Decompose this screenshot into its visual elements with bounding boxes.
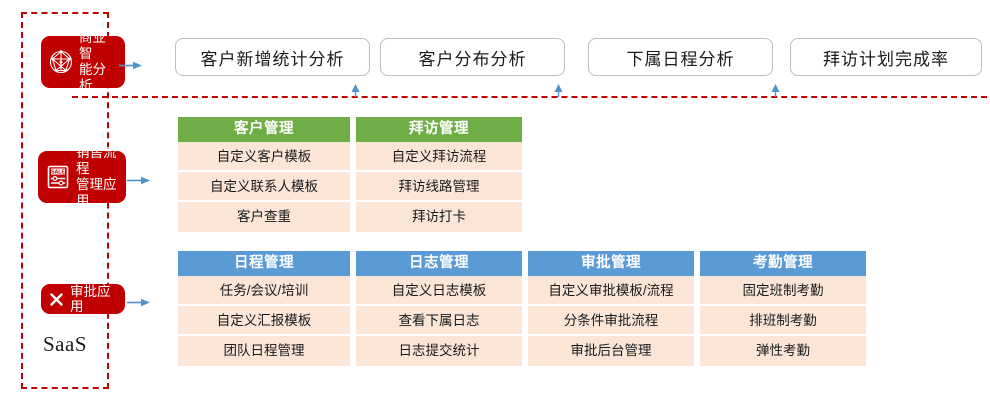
bi-button-label: 客户分布分析	[418, 49, 527, 69]
bi-button-customer-distribution-analysis[interactable]: 客户分布分析	[380, 38, 565, 76]
saas-label: SaaS	[43, 332, 87, 356]
app-chip-sales-process[interactable]: SALE 销售流程 管理应用	[38, 145, 126, 208]
connector-arrow-up-2	[553, 84, 564, 98]
module-item[interactable]: 分条件审批流程	[528, 306, 694, 336]
connector-arrow-sales	[127, 172, 151, 185]
bi-button-label: 拜访计划完成率	[823, 49, 949, 69]
connector-arrow-up-3	[770, 84, 781, 98]
app-chip-label: 审批应用	[70, 284, 111, 314]
module-item[interactable]: 自定义汇报模板	[178, 306, 350, 336]
module-title: 日志管理	[356, 251, 522, 276]
bi-button-label: 客户新增统计分析	[200, 49, 345, 69]
module-log-management[interactable]: 日志管理 自定义日志模板 查看下属日志 日志提交统计	[356, 251, 522, 366]
connector-arrow-approval	[127, 294, 151, 307]
module-attendance-management[interactable]: 考勤管理 固定班制考勤 排班制考勤 弹性考勤	[700, 251, 866, 366]
module-customer-management[interactable]: 客户管理 自定义客户模板 自定义联系人模板 客户查重	[178, 117, 350, 232]
app-chip-approval[interactable]: 审批应用	[41, 284, 125, 314]
connector-arrow-bi	[119, 57, 143, 70]
module-item[interactable]: 自定义客户模板	[178, 142, 350, 172]
app-chip-label: 销售流程 管理应用	[76, 145, 117, 208]
module-item[interactable]: 拜访打卡	[356, 202, 522, 232]
module-item[interactable]: 客户查重	[178, 202, 350, 232]
module-title: 审批管理	[528, 251, 694, 276]
cross-scissors-icon	[48, 291, 65, 308]
module-title: 拜访管理	[356, 117, 522, 142]
bi-button-subordinate-schedule-analysis[interactable]: 下属日程分析	[588, 38, 773, 76]
module-item[interactable]: 自定义联系人模板	[178, 172, 350, 202]
sale-tag-icon: SALE	[45, 164, 71, 190]
module-item[interactable]: 自定义拜访流程	[356, 142, 522, 172]
module-item[interactable]: 团队日程管理	[178, 336, 350, 366]
module-item[interactable]: 查看下属日志	[356, 306, 522, 336]
module-item[interactable]: 拜访线路管理	[356, 172, 522, 202]
connector-arrow-up-1	[350, 84, 361, 98]
svg-text:SALE: SALE	[51, 170, 65, 176]
module-item[interactable]: 审批后台管理	[528, 336, 694, 366]
module-item[interactable]: 固定班制考勤	[700, 276, 866, 306]
module-item[interactable]: 弹性考勤	[700, 336, 866, 366]
module-item[interactable]: 自定义审批模板/流程	[528, 276, 694, 306]
app-chip-business-intelligence[interactable]: 商业智 能分析	[41, 30, 125, 93]
module-title: 日程管理	[178, 251, 350, 276]
module-item[interactable]: 任务/会议/培训	[178, 276, 350, 306]
bi-button-customer-growth-analysis[interactable]: 客户新增统计分析	[175, 38, 370, 76]
saas-group-divider	[72, 96, 987, 98]
module-item[interactable]: 日志提交统计	[356, 336, 522, 366]
module-title: 考勤管理	[700, 251, 866, 276]
network-graph-icon	[48, 49, 74, 75]
module-schedule-management[interactable]: 日程管理 任务/会议/培训 自定义汇报模板 团队日程管理	[178, 251, 350, 366]
module-item[interactable]: 排班制考勤	[700, 306, 866, 336]
module-title: 客户管理	[178, 117, 350, 142]
bi-button-label: 下属日程分析	[626, 49, 735, 69]
module-approval-management[interactable]: 审批管理 自定义审批模板/流程 分条件审批流程 审批后台管理	[528, 251, 694, 366]
module-visit-management[interactable]: 拜访管理 自定义拜访流程 拜访线路管理 拜访打卡	[356, 117, 522, 232]
app-chip-label: 商业智 能分析	[79, 30, 106, 93]
module-item[interactable]: 自定义日志模板	[356, 276, 522, 306]
bi-button-visit-plan-completion-rate[interactable]: 拜访计划完成率	[790, 38, 982, 76]
